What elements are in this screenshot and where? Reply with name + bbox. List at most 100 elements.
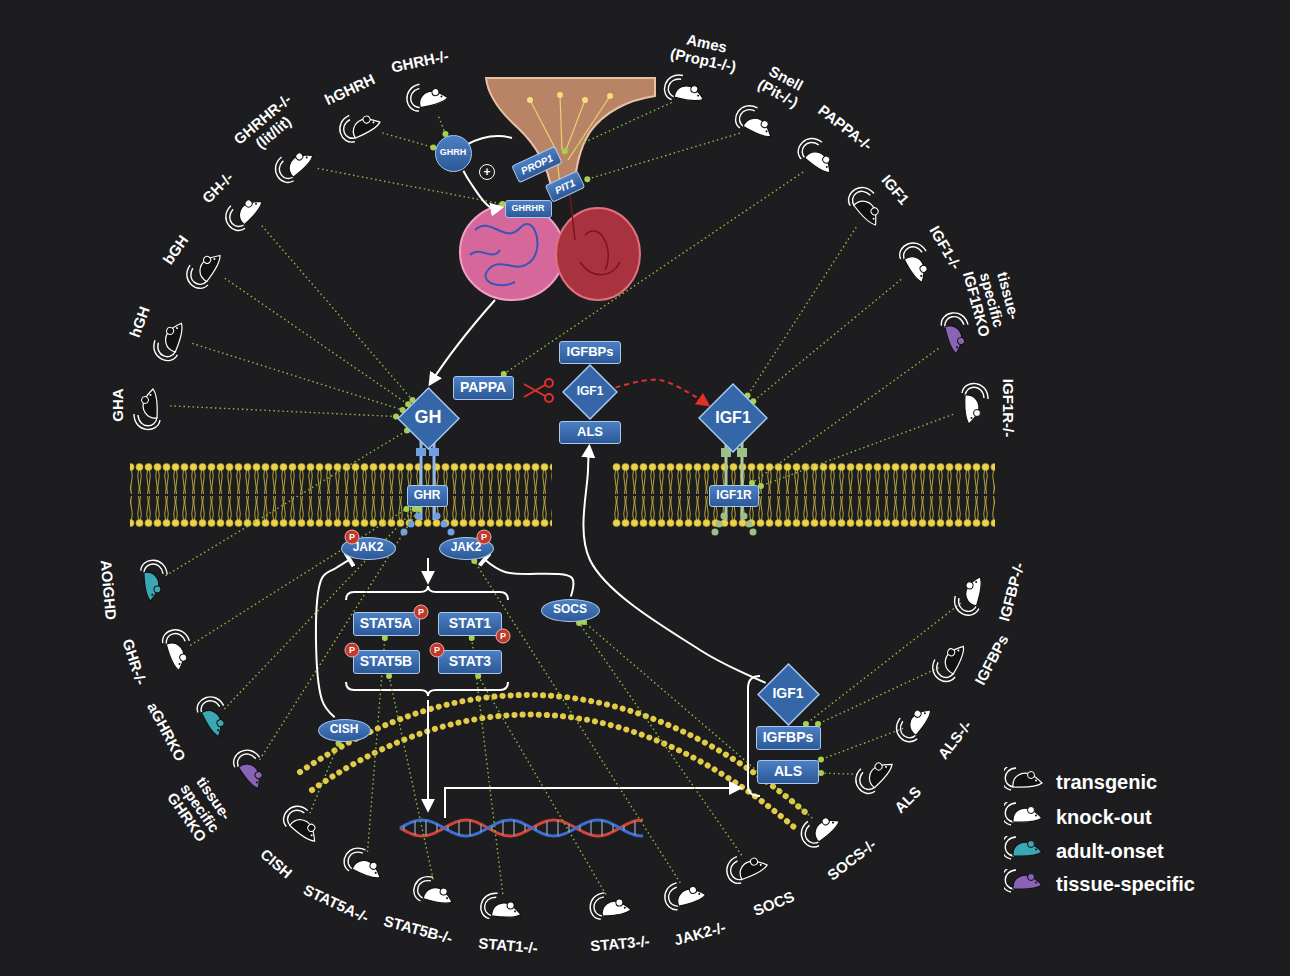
mouse-icon: [885, 765, 888, 768]
pituitary-gland: [556, 208, 640, 300]
leader-line: [389, 676, 433, 879]
mouse-icon: [151, 594, 153, 596]
leader-line: [501, 172, 803, 377]
hypothalamus: [527, 97, 533, 103]
mouse-model-label: GHRHR-/- (lit/lit): [227, 88, 309, 165]
mouse-icon: [759, 864, 762, 867]
leader-line: [576, 620, 742, 855]
diamond-shape: [758, 664, 819, 725]
leader-line: [504, 172, 803, 374]
mouse-icon: [178, 663, 181, 666]
leader-line: [165, 431, 407, 576]
legend-text: tissue-specific: [1056, 873, 1195, 896]
dna-helix: [590, 821, 591, 835]
hypothalamus: [607, 93, 613, 99]
leader-line: [318, 168, 503, 204]
protein-box: IGFBPs: [756, 726, 821, 750]
leader-line: [584, 176, 590, 182]
mouse-icon: [150, 394, 152, 396]
node-text: STAT3: [449, 654, 491, 669]
mouse-icon: [794, 133, 842, 178]
mouse-icon: [624, 907, 626, 909]
mouse-icon: [904, 252, 931, 284]
mouse-icon: [162, 320, 185, 352]
legend-item: transgenic: [1004, 767, 1157, 797]
protein-box: STAT3: [438, 650, 502, 674]
leader-line: [818, 728, 903, 762]
dna-helix: [469, 820, 470, 835]
mouse-model-label: ALS: [892, 784, 925, 817]
mouse-model-label: tissue-specific GHRKO: [159, 764, 241, 851]
mouse-model-label: STAT1-/-: [478, 935, 539, 957]
receptor: [415, 513, 422, 520]
protein-box: ALS: [757, 760, 819, 784]
receptor: [746, 521, 753, 528]
leader-line: [318, 168, 506, 207]
mouse-icon: [675, 885, 707, 906]
nuclear-envelope: [312, 715, 795, 828]
dna-helix: [425, 820, 426, 835]
node-text: JAK2: [451, 541, 482, 554]
mouse-icon: [796, 806, 844, 851]
mouse-icon: [305, 156, 308, 159]
receptor: [401, 440, 757, 536]
scissors: [545, 394, 553, 402]
legend-swatch: [1004, 869, 1048, 899]
dna-helix: [601, 820, 602, 835]
leader-line: [753, 279, 901, 401]
leader-line: [758, 414, 953, 489]
phospho-mark: P: [345, 530, 360, 545]
hypothalamus: [557, 92, 563, 98]
mouse-icon: [349, 113, 381, 138]
phospho-mark: P: [430, 643, 445, 658]
mouse-icon: [150, 317, 188, 364]
dna-helix: [557, 820, 558, 835]
node-text: STAT1: [449, 616, 491, 631]
signal-arrows: [428, 136, 740, 818]
leader-line: [748, 227, 857, 395]
dna-helix: [436, 824, 437, 832]
mouse-icon: [290, 815, 321, 845]
legend-swatch: [1035, 849, 1037, 851]
dna-helix: [400, 820, 643, 836]
mouse-icon: [957, 649, 960, 652]
mouse-model-label: GHRH-/-: [390, 48, 450, 76]
leader-line: [170, 406, 399, 420]
mouse-icon: [874, 762, 884, 772]
legend-swatch: [1035, 780, 1037, 782]
legend-swatch: [1028, 841, 1035, 848]
pituitary-gland: [570, 195, 620, 275]
cell-membrane: [130, 462, 552, 528]
mouse-icon: [765, 130, 768, 133]
node-text: GHRHR: [512, 204, 545, 214]
mouse-icon: [945, 323, 966, 355]
legend-swatch: [1028, 772, 1035, 779]
leader-line: [471, 558, 680, 883]
receptor: [441, 521, 448, 528]
leader-line: [225, 278, 411, 407]
mouse-icon: [864, 757, 895, 788]
ligand-diamond: IGF1: [562, 364, 618, 420]
mouse-icon: [244, 199, 254, 209]
node-text: ALS: [577, 425, 603, 439]
mouse-icon: [589, 891, 632, 920]
mouse-icon: [340, 843, 388, 884]
protein-oval: SOCS: [541, 599, 600, 622]
leader-line: [382, 133, 436, 150]
receptor: [448, 529, 455, 536]
mouse-model-label: IGF1R-/-: [1000, 379, 1017, 437]
inhibition-line: [485, 559, 574, 596]
dna-helix: [546, 821, 547, 835]
mouse-icon: [913, 709, 923, 719]
pituitary-gland: [460, 204, 564, 300]
leader-line: [821, 728, 903, 759]
leader-line: [803, 603, 961, 727]
leader-line: [761, 414, 953, 486]
legend-swatch: [1004, 767, 1048, 797]
leader-line: [818, 668, 939, 724]
mouse-icon: [924, 712, 927, 715]
receptor: [416, 448, 426, 456]
mouse-icon: [674, 84, 705, 104]
mouse-icon: [941, 642, 967, 674]
cell-membrane: [130, 462, 995, 528]
